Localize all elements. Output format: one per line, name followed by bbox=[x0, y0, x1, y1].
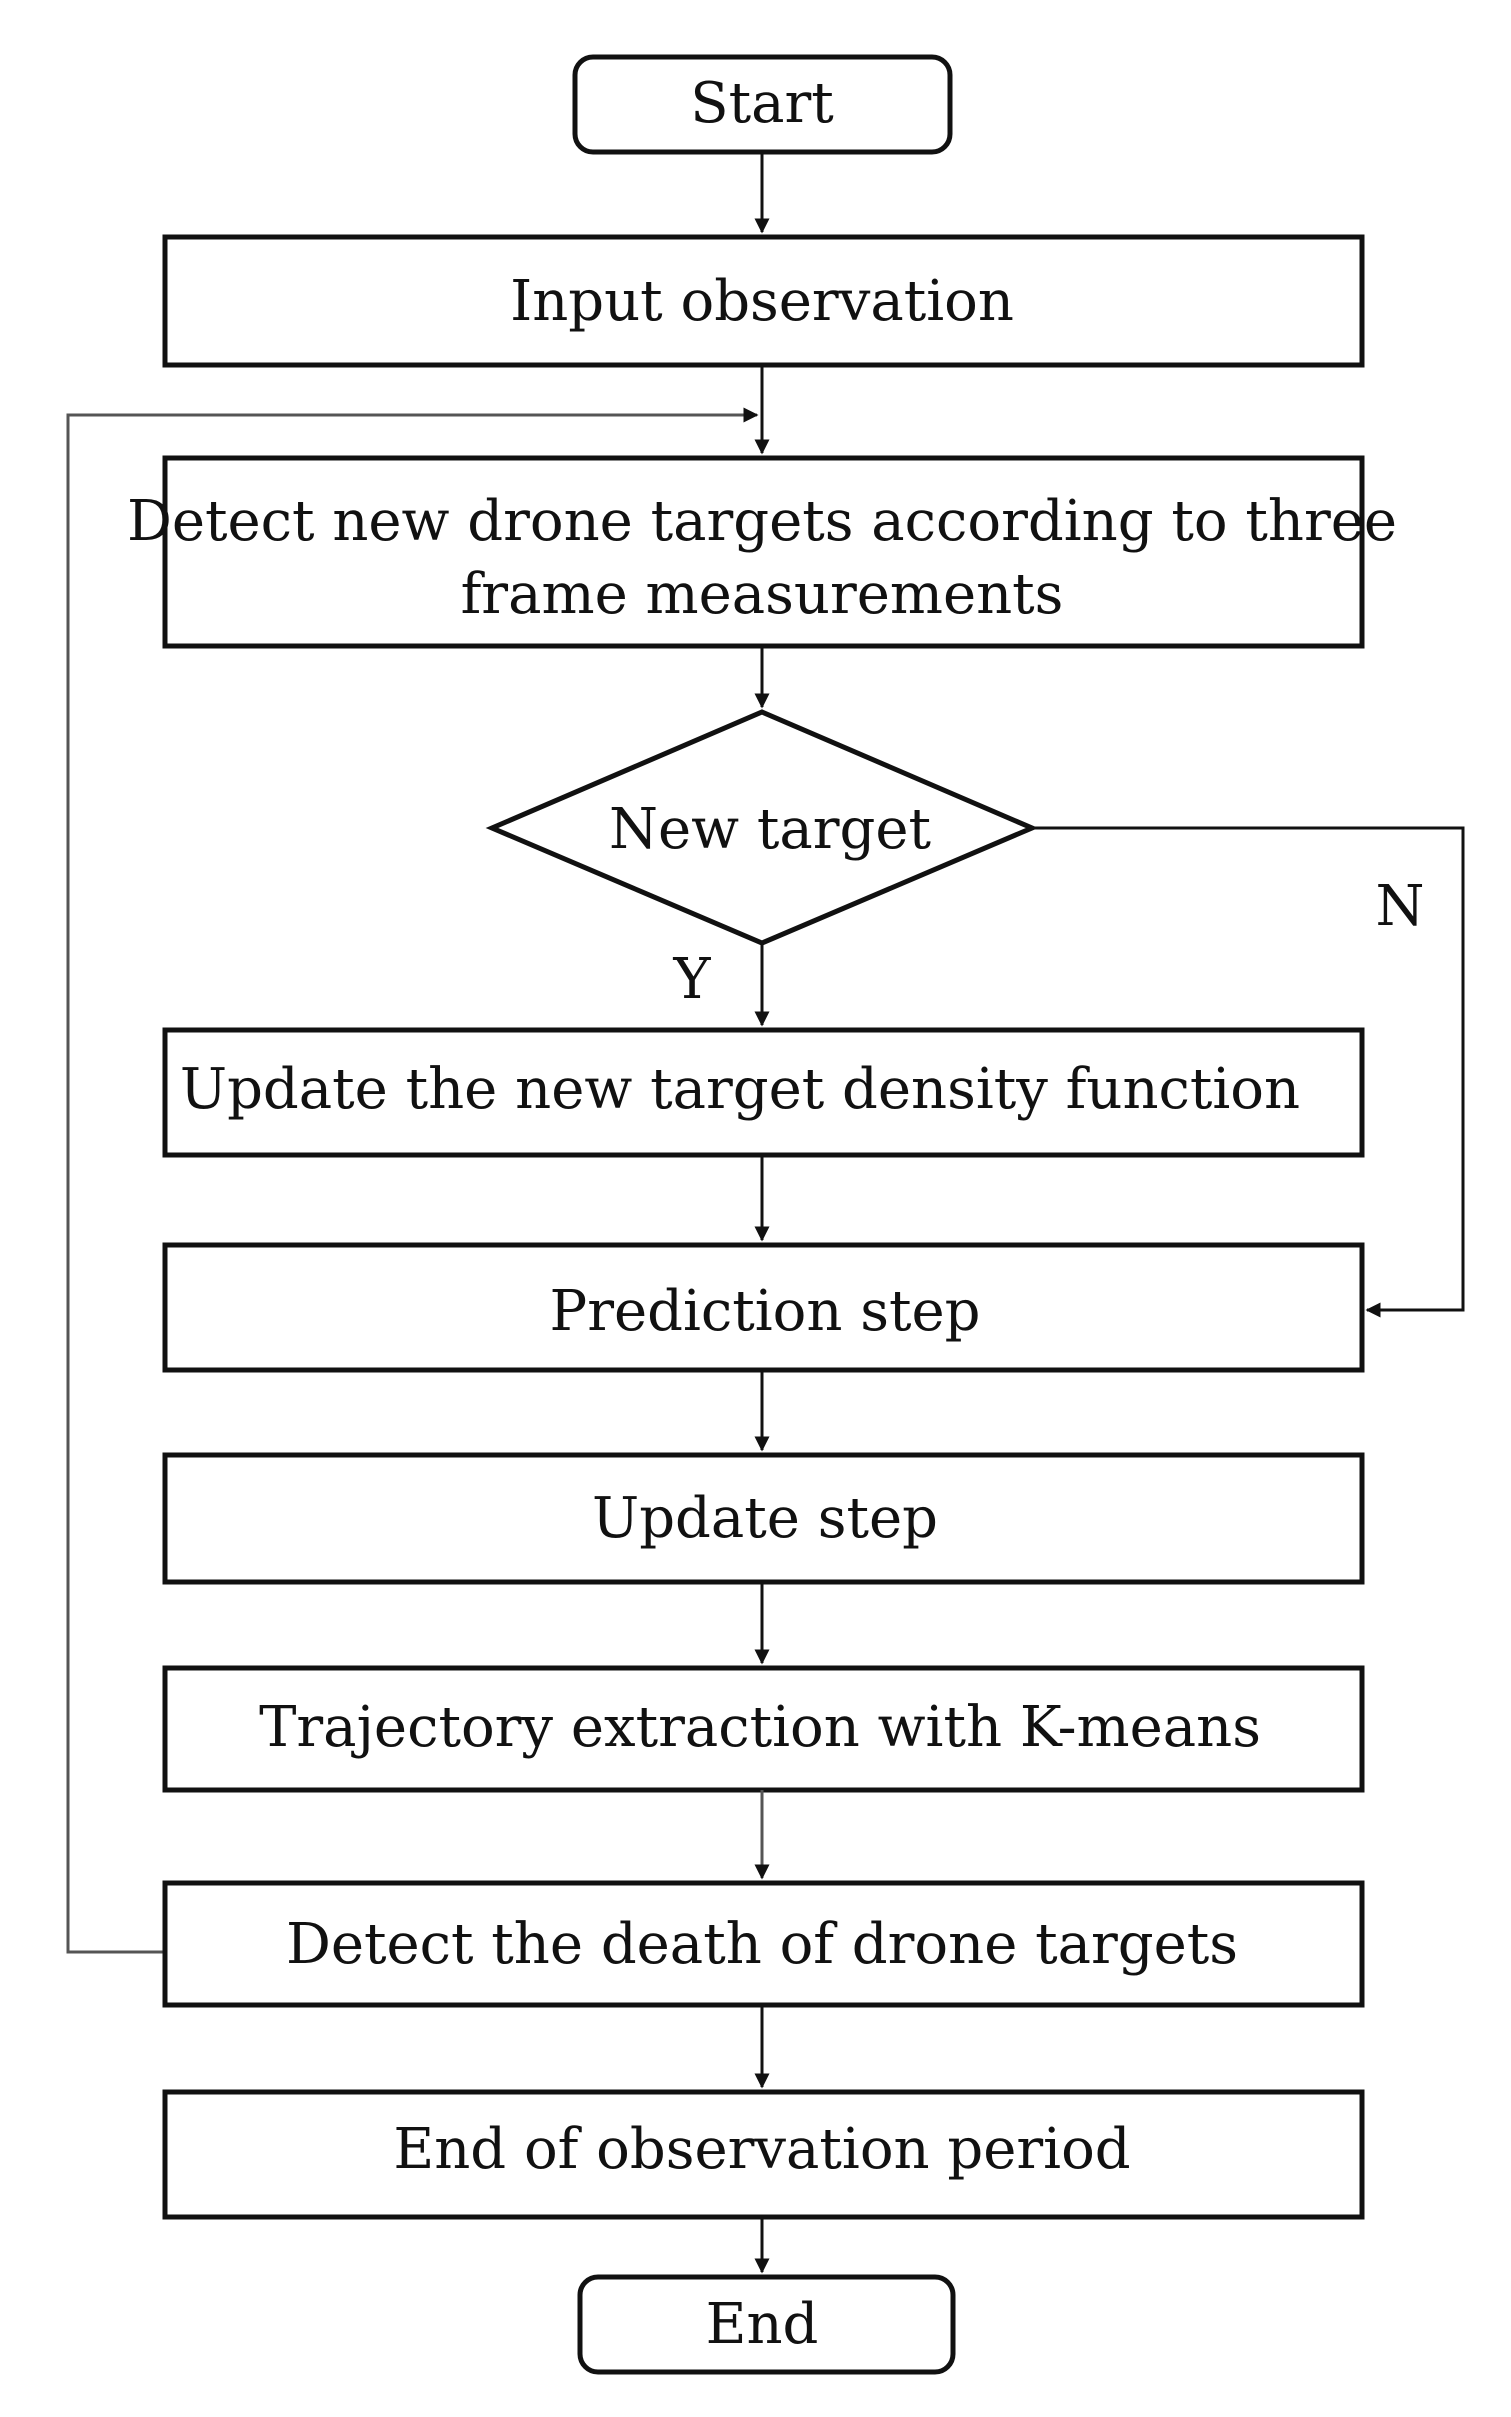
yes-label: Y bbox=[673, 947, 712, 1012]
detect-new-targets-label-line2: frame measurements bbox=[461, 562, 1064, 627]
new-target-label: New target bbox=[609, 797, 932, 862]
update-step-label: Update step bbox=[592, 1486, 938, 1551]
prediction-step-label: Prediction step bbox=[550, 1279, 981, 1344]
no-label: N bbox=[1376, 874, 1425, 939]
end-node bbox=[577, 2274, 956, 2375]
loop-back-line bbox=[66, 407, 759, 1954]
start-label: Start bbox=[690, 71, 834, 136]
update-density-label: Update the new target density function bbox=[180, 1057, 1300, 1122]
update-density-box bbox=[162, 1027, 1365, 1158]
detect-new-targets-label-line1: Detect new drone targets according to th… bbox=[127, 489, 1397, 554]
trajectory-extraction-box bbox=[162, 1665, 1365, 1793]
trajectory-extraction-label: Trajectory extraction with K-means bbox=[259, 1695, 1261, 1760]
input-observation-label: Input observation bbox=[510, 269, 1014, 334]
prediction-step-box bbox=[162, 1242, 1365, 1373]
detect-new-targets-box bbox=[162, 455, 1365, 649]
end-period-label: End of observation period bbox=[393, 2117, 1130, 2182]
arrow-no-branch bbox=[1032, 826, 1465, 1318]
input-observation-box bbox=[162, 234, 1365, 368]
update-step-box bbox=[162, 1452, 1365, 1585]
end-label: End bbox=[706, 2292, 819, 2357]
detect-death-label: Detect the death of drone targets bbox=[286, 1912, 1238, 1977]
